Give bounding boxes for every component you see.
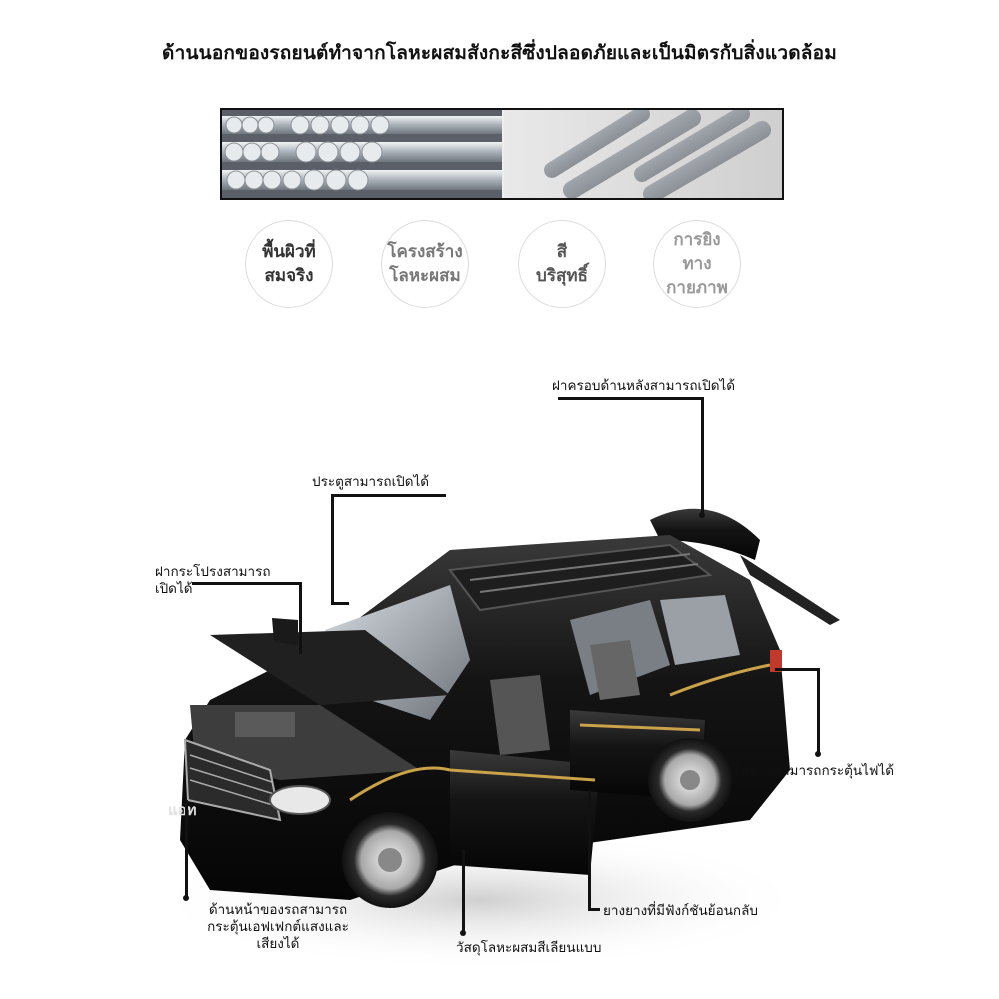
callout-taillight: ไฟท้ายสามารถกระตุ้นไฟได้ bbox=[733, 763, 895, 779]
leader-line bbox=[185, 800, 188, 898]
feature-label: พื้นผิวที่ สมจริง bbox=[262, 242, 316, 286]
leader-dot bbox=[460, 930, 466, 936]
callout-rear-hatch: ฝาครอบด้านหลังสามารถเปิดได้ bbox=[552, 378, 736, 394]
leader-dot bbox=[815, 751, 821, 757]
callout-door: ประตูสามารถเปิดได้ bbox=[312, 474, 430, 490]
feature-label: การยิง ทางกายภาพ bbox=[666, 230, 728, 298]
callout-front: ด้านหน้าของรถสามารถ กระตุ้นเอฟเฟกต์แสงแล… bbox=[207, 902, 349, 952]
leader-line bbox=[462, 850, 465, 934]
feature-label: สี บริสุทธิ์ bbox=[536, 242, 588, 286]
feature-alloy-structure: โครงสร้าง โลหะผสม bbox=[381, 220, 469, 308]
leader-line bbox=[817, 668, 820, 754]
leader-line bbox=[331, 602, 349, 605]
callout-material: วัสดุโลหะผสมสีเลียนแบบ bbox=[456, 940, 602, 956]
feature-physical-shooting: การยิง ทางกายภาพ bbox=[653, 220, 741, 308]
callout-tire: ยางยางที่มีฟังก์ชันย้อนกลับ bbox=[603, 903, 758, 919]
leader-dot bbox=[699, 512, 705, 518]
leader-line bbox=[775, 668, 819, 671]
feature-label: โครงสร้าง โลหะผสม bbox=[387, 242, 463, 286]
leader-line bbox=[588, 790, 591, 910]
feature-pure-color: สี บริสุทธิ์ bbox=[518, 220, 606, 308]
leader-line bbox=[331, 494, 334, 604]
leader-dot bbox=[183, 895, 189, 901]
headline: ด้านนอกของรถยนต์ทำจากโลหะผสมสังกะสีซึ่งป… bbox=[162, 42, 837, 64]
leader-line bbox=[588, 908, 600, 911]
leader-line bbox=[192, 582, 302, 585]
feature-realistic-surface: พื้นผิวที่ สมจริง bbox=[245, 220, 333, 308]
leader-line bbox=[558, 397, 704, 400]
watermark: แอท bbox=[168, 801, 197, 819]
leader-line bbox=[331, 494, 446, 497]
leader-line bbox=[701, 397, 704, 515]
callout-hood: ฝากระโปรงสามารถ เปิดได้ bbox=[155, 564, 271, 597]
metal-rods-image bbox=[222, 110, 782, 198]
metal-rods-banner bbox=[220, 108, 784, 200]
leader-line bbox=[299, 582, 302, 654]
suv-model-car-image bbox=[150, 508, 840, 970]
